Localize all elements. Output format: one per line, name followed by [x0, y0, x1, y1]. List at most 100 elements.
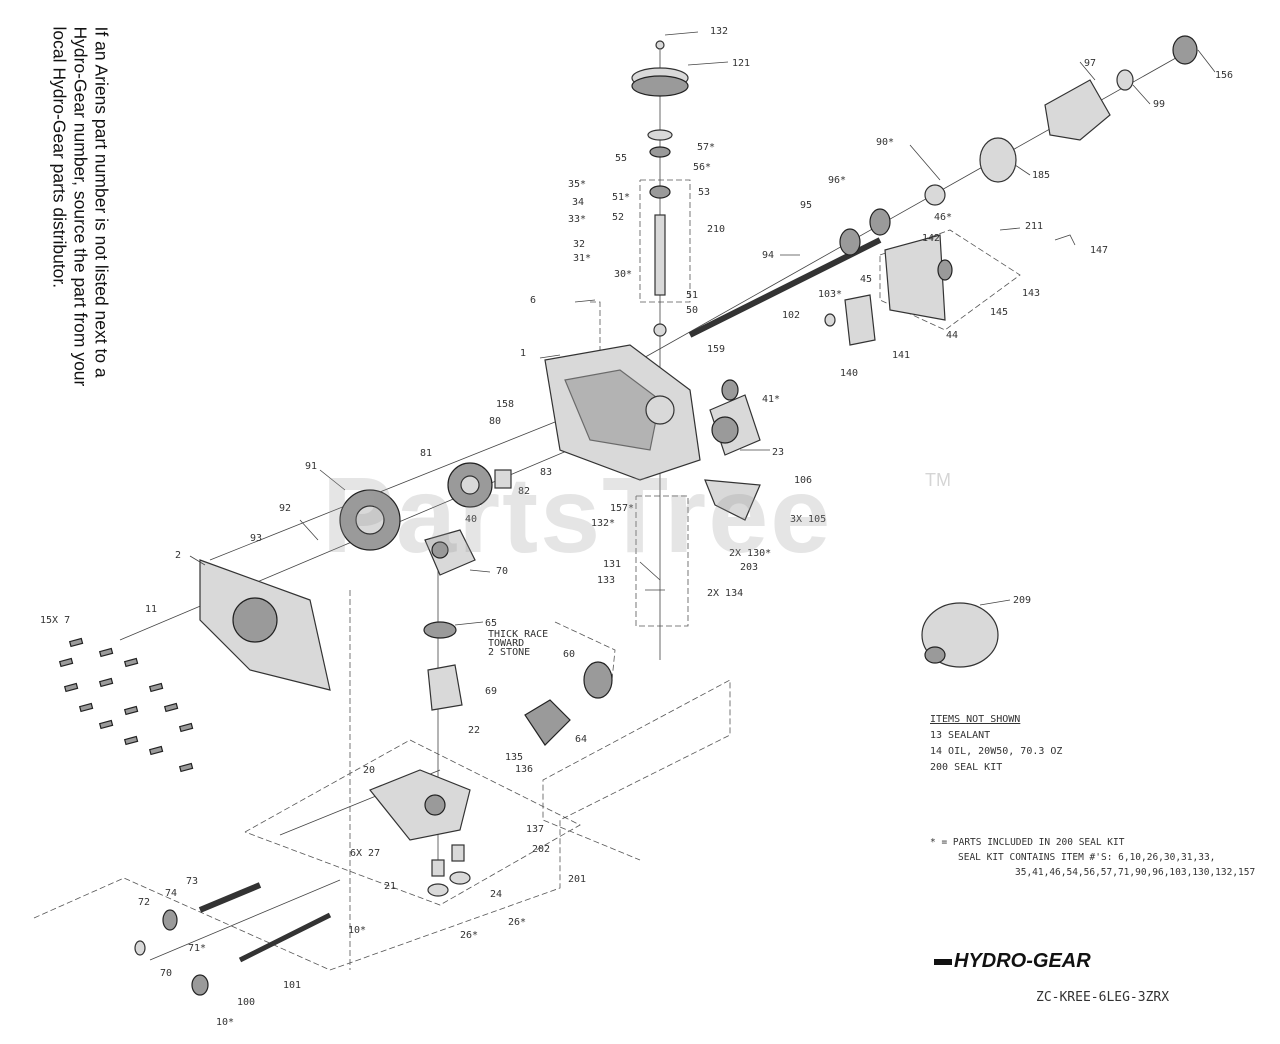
callout-label: 131 — [603, 559, 621, 570]
callout-label: 96* — [828, 175, 846, 186]
callout-label: THICK RACE — [488, 629, 548, 640]
output-axle — [688, 35, 1198, 338]
callout-label: 141 — [892, 350, 910, 361]
callout-label: 52 — [612, 212, 624, 223]
callout-label: 210 — [707, 224, 725, 235]
callout-label: 74 — [165, 888, 177, 899]
callout-label: 33* — [568, 214, 586, 225]
callout-label: 10* — [216, 1017, 234, 1028]
callout-label: 6 — [530, 295, 536, 306]
pump-components — [423, 621, 613, 746]
callout-label: 22 — [468, 725, 480, 736]
callout-label: TOWARD — [488, 638, 524, 649]
callout-label: 159 — [707, 344, 725, 355]
callout-label: 83 — [540, 467, 552, 478]
callout-label: 80 — [489, 416, 501, 427]
callout-label: 102 — [782, 310, 800, 321]
callout-label: 143 — [1022, 288, 1040, 299]
hub-209 — [921, 602, 999, 668]
callout-label: 11 — [145, 604, 157, 615]
callout-label: 15X 7 — [40, 615, 70, 626]
callout-label: 44 — [946, 330, 958, 341]
assembly-outlines — [33, 179, 1021, 971]
callout-label: 95 — [800, 200, 812, 211]
lower-shafts — [134, 882, 332, 996]
callout-label: 32 — [573, 239, 585, 250]
callout-label: 100 — [237, 997, 255, 1008]
callout-label: 2X 134 — [707, 588, 743, 599]
callout-label: 156 — [1215, 70, 1233, 81]
items-not-shown-heading: ITEMS NOT SHOWN — [930, 714, 1021, 725]
callout-label: 53 — [698, 187, 710, 198]
callout-label: 72 — [138, 897, 150, 908]
main-housing — [544, 344, 701, 481]
callout-label: 82 — [518, 486, 530, 497]
seal-note-line: * = PARTS INCLUDED IN 200 SEAL KIT — [930, 837, 1125, 848]
lower-housing — [369, 769, 471, 897]
callout-label: 41* — [762, 394, 780, 405]
callout-label: 26* — [460, 930, 478, 941]
callout-label: 64 — [575, 734, 587, 745]
logo-bar-icon — [934, 958, 952, 965]
callout-label: 136 — [515, 764, 533, 775]
callout-label: 51 — [686, 290, 698, 301]
bolt-set — [58, 637, 194, 773]
callout-label: 92 — [279, 503, 291, 514]
callout-label: 90* — [876, 137, 894, 148]
callout-label: 203 — [740, 562, 758, 573]
motor — [704, 379, 761, 521]
brake-bracket — [824, 234, 1076, 346]
callout-label: 70 — [496, 566, 508, 577]
callout-label: 133 — [597, 575, 615, 586]
callout-label: 209 — [1013, 595, 1031, 606]
brand-name: HYDRO-GEAR — [954, 950, 1091, 972]
callout-label: 65 — [485, 618, 497, 629]
callout-labels: 132 121 57* 55 56* 35* 34 33* 51* 53 52 … — [40, 26, 1233, 1028]
callout-label: 132 — [710, 26, 728, 37]
callout-label: 94 — [762, 250, 774, 261]
callout-label: 45 — [860, 274, 872, 285]
callout-label: 132* — [591, 518, 615, 529]
items-not-shown-line: 200 SEAL KIT — [930, 762, 1003, 773]
items-not-shown: ITEMS NOT SHOWN 13 SEALANT 14 OIL, 20W50… — [930, 712, 1062, 776]
callout-label: 23 — [772, 447, 784, 458]
callout-label: 21 — [384, 881, 396, 892]
rotated-source-note: If an Ariens part number is not listed n… — [49, 26, 112, 387]
callout-label: 135 — [505, 752, 523, 763]
callout-label: 34 — [572, 197, 584, 208]
callout-label: 26* — [508, 917, 526, 928]
seal-kit-note: * = PARTS INCLUDED IN 200 SEAL KIT SEAL K… — [930, 835, 1255, 880]
callout-label: 55 — [615, 153, 627, 164]
callout-label: 30* — [614, 269, 632, 280]
side-cover — [199, 559, 331, 691]
callout-label: 51* — [612, 192, 630, 203]
callout-label: 140 — [840, 368, 858, 379]
seal-note-line: SEAL KIT CONTAINS ITEM #'S: 6,10,26,30,3… — [958, 852, 1216, 863]
callout-label: 147 — [1090, 245, 1108, 256]
callout-label: 145 — [990, 307, 1008, 318]
callout-label: 103* — [818, 289, 842, 300]
callout-label: 71* — [188, 943, 206, 954]
callout-label: 91 — [305, 461, 317, 472]
callout-label: 60 — [563, 649, 575, 660]
items-not-shown-line: 14 OIL, 20W50, 70.3 OZ — [930, 746, 1063, 757]
callout-label: 57* — [697, 142, 715, 153]
callout-label: 56* — [693, 162, 711, 173]
leader-lines — [189, 31, 1216, 626]
callout-label: 97 — [1084, 58, 1096, 69]
callout-label: 50 — [686, 305, 698, 316]
model-code: ZC-KREE-6LEG-3ZRX — [1036, 990, 1170, 1005]
callout-label: 46* — [934, 212, 952, 223]
callout-label: 142 — [922, 233, 940, 244]
callout-label: 211 — [1025, 221, 1043, 232]
callout-label: 35* — [568, 179, 586, 190]
callout-label: 1 — [520, 348, 526, 359]
callout-label: 70 — [160, 968, 172, 979]
callout-label: 185 — [1032, 170, 1050, 181]
callout-label: 40 — [465, 514, 477, 525]
brand-logo: HYDRO-GEAR — [934, 950, 1091, 973]
callout-label: 20 — [363, 765, 375, 776]
callout-label: 81 — [420, 448, 432, 459]
callout-label: 106 — [794, 475, 812, 486]
